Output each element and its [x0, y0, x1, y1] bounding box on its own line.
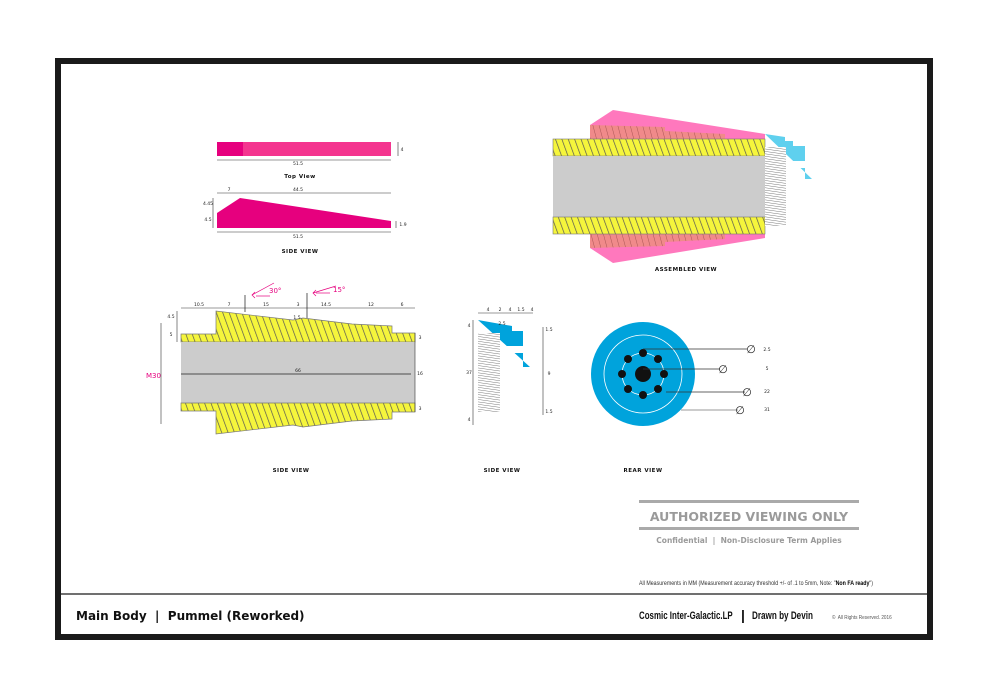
dim-label: 7 [228, 187, 231, 193]
assembled-view-label: ASSEMBLED VIEW [655, 267, 717, 273]
dim-label: 5 [766, 366, 769, 372]
angle-15-arrow [312, 285, 337, 297]
dim-label: 2 [499, 307, 502, 313]
dim-label: 2.5 [763, 347, 770, 353]
authorized-notice: AUTHORIZED VIEWING ONLY Confidential | N… [639, 500, 859, 546]
dim-label: 51.5 [293, 234, 303, 240]
dim-label: 3 [297, 302, 300, 308]
dim-label: 6 [401, 302, 404, 308]
measurement-note: All Measurements in MM (Measurement accu… [639, 581, 873, 587]
rear-view-label: REAR VIEW [623, 468, 662, 474]
top-view-label: Top View [284, 174, 316, 180]
rear-view: ∅ ∅ ∅ ∅ 2.5 5 22 31 REAR VIEW [591, 322, 771, 474]
assembled-view: ASSEMBLED VIEW [552, 110, 812, 273]
dim-label: 5 [170, 332, 173, 338]
dim-label: 4 [531, 307, 534, 313]
dim-label: 4.45 [203, 201, 213, 207]
side-view-small: 7 44.5 4.45 4.5 1.9 51.5 SIDE VIEW [203, 187, 407, 255]
top-view-length: 51.5 [293, 161, 303, 167]
dim-label: 10.5 [194, 302, 204, 308]
dim-label: 15 [263, 302, 269, 308]
angle-label: 30° [269, 287, 281, 295]
diameter-symbol: ∅ [742, 386, 752, 399]
dim-label: 1.5 [545, 327, 552, 333]
dim-label: 4 [468, 417, 471, 423]
dim-label: 3 [419, 406, 422, 412]
notice-subtitle: Confidential | Non-Disclosure Term Appli… [656, 536, 842, 546]
diameter-symbol: ∅ [718, 363, 728, 376]
note-prefix: All Measurements in MM (Measurement accu… [639, 581, 836, 587]
side-view-small-label: SIDE VIEW [282, 249, 319, 255]
dim-label: 66 [295, 368, 301, 374]
dim-label: 4 [487, 307, 490, 313]
dim-label: 4.5 [204, 217, 211, 223]
top-view-height: 4 [401, 147, 404, 153]
dim-label: 1.5 [293, 315, 300, 321]
top-view: 51.5 4 Top View [217, 142, 404, 180]
dim-label: 16 [417, 371, 423, 377]
dim-label: 4.5 [167, 314, 174, 320]
dim-label: 1.5 [545, 409, 552, 415]
dim-label: 4 [509, 307, 512, 313]
dim-label: 7 [228, 302, 231, 308]
drawn-by: Drawn by Devin [752, 610, 813, 623]
thread-label: M30 [146, 372, 161, 380]
dim-label: 44.5 [293, 187, 303, 193]
angle-label: 15° [333, 286, 345, 294]
dim-label: 14.5 [321, 302, 331, 308]
company-name: Cosmic Inter-Galactic.LP [639, 610, 733, 623]
main-side-view: 66 10.5 7 15 3 14.5 12 6 1.5 4.5 5 M30 3… [146, 282, 423, 474]
dim-label: 9 [548, 371, 551, 377]
dim-label: 2.5 [498, 321, 505, 327]
dim-label: 37 [466, 370, 472, 376]
dim-label: 31 [764, 407, 770, 413]
dim-label: 3 [419, 335, 422, 341]
dim-label: 22 [764, 389, 770, 395]
note-bold: Non FA ready [836, 581, 870, 587]
note-suffix: ") [869, 581, 873, 587]
diameter-symbol: ∅ [735, 404, 745, 417]
main-side-view-label: SIDE VIEW [273, 468, 310, 474]
cap-side-view: 4 2 4 1.5 4 2.5 4 37 4 1.5 9 1.5 SIDE VI… [466, 307, 553, 474]
angle-30-arrow [251, 282, 275, 299]
dim-label: 4 [468, 323, 471, 329]
dim-label: 12 [368, 302, 374, 308]
footer-separator: | [741, 607, 745, 623]
notice-title: AUTHORIZED VIEWING ONLY [650, 509, 849, 524]
diameter-symbol: ∅ [746, 343, 756, 356]
drawing-title: Main Body | Pummel (Reworked) [76, 609, 305, 623]
copyright: © All Rights Reserved. 2016 [832, 614, 892, 622]
cap-side-view-label: SIDE VIEW [484, 468, 521, 474]
svg-text:All Measurements in MM (Measur: All Measurements in MM (Measurement accu… [639, 581, 873, 587]
dim-label: 1.9 [399, 222, 406, 228]
dim-label: 1.5 [517, 307, 524, 313]
